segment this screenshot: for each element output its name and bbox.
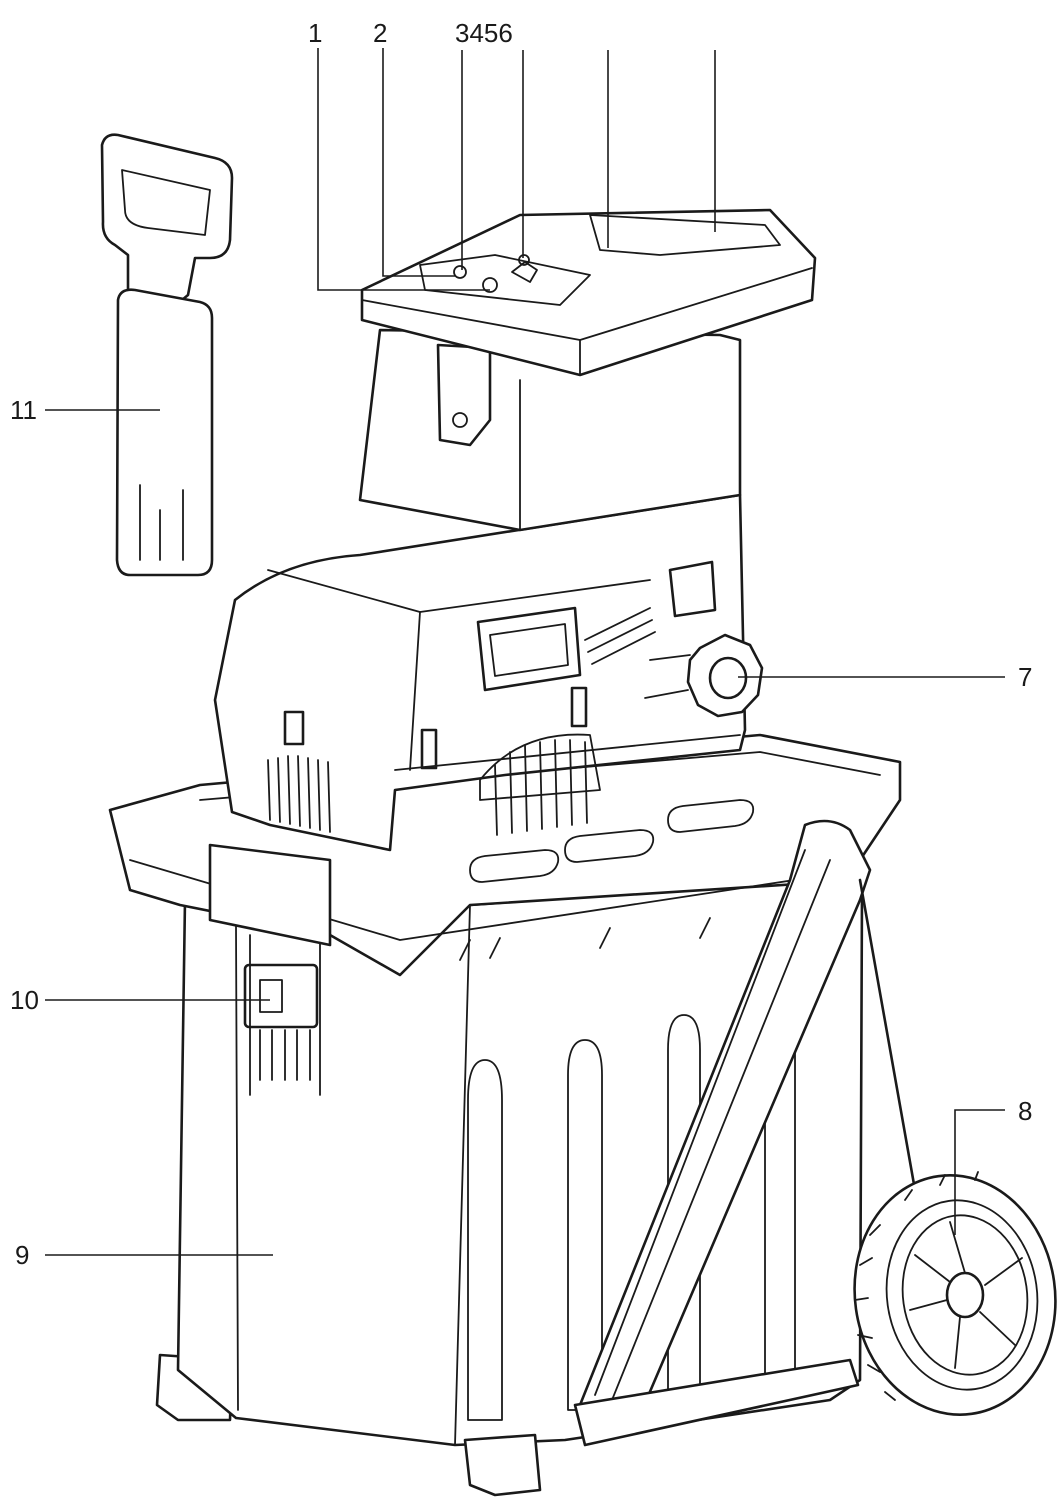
wheel	[853, 1171, 1057, 1416]
leader-lines	[45, 48, 1005, 1256]
callout-9: 9	[15, 1240, 29, 1270]
callout-1: 1	[308, 18, 322, 48]
hopper	[358, 328, 742, 532]
control-panel-top	[360, 208, 817, 377]
wheel-frame	[463, 819, 917, 1497]
callout-7: 7	[1018, 662, 1032, 692]
callout-10: 10	[10, 985, 39, 1015]
callout-3456: 3456	[455, 18, 513, 48]
callout-2: 2	[373, 18, 387, 48]
motor-housing	[213, 493, 747, 852]
adjustment-knob	[644, 633, 764, 718]
callout-8: 8	[1018, 1096, 1032, 1126]
tamper-stick	[100, 133, 234, 577]
callout-11: 11	[10, 395, 37, 425]
